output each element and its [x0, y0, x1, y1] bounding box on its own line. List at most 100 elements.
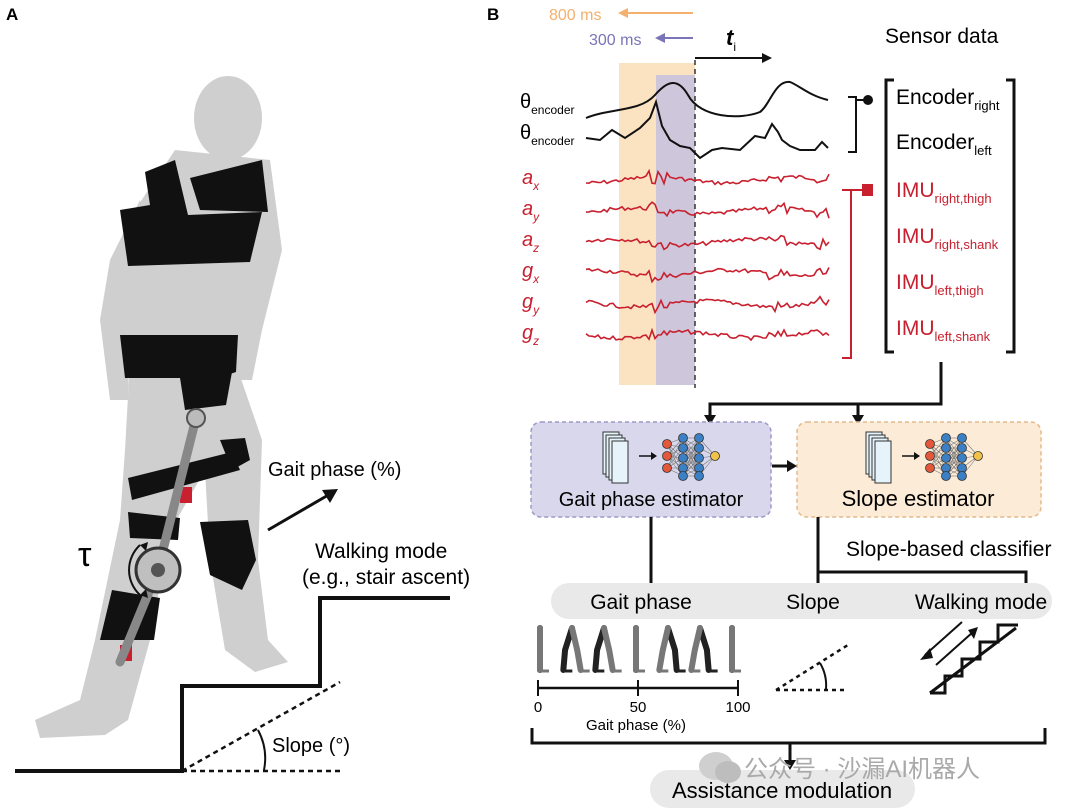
gait-cycle-figures: [537, 625, 741, 673]
encoder-trace-labels: θencoder θencoder: [520, 91, 575, 148]
network-node: [678, 443, 688, 453]
network-node: [678, 453, 688, 463]
imu-signal-trace: [585, 201, 830, 219]
imu-trace-label: gy: [522, 291, 540, 317]
network-node: [678, 471, 688, 481]
walker-figure: [560, 625, 590, 673]
gait-phase-label: Gait phase (%): [268, 459, 401, 481]
panel-a-label: A: [6, 5, 18, 24]
network-edge: [666, 437, 684, 469]
network-node: [678, 433, 688, 443]
network-node: [662, 451, 672, 461]
network-node: [941, 471, 951, 481]
walker-figure: [656, 625, 686, 673]
feature-map-icon: [874, 440, 892, 484]
walker-figure: [633, 625, 645, 673]
encoder-connector-dot: [863, 95, 873, 105]
network-node: [957, 453, 967, 463]
imu-traces: [585, 168, 830, 342]
gait-phase-arrow: [267, 492, 331, 532]
sensor-data-title: Sensor data: [885, 25, 999, 48]
imu-signal-trace: [585, 267, 830, 284]
flow-arrowhead: [914, 452, 920, 460]
window-300ms-label: 300 ms: [589, 32, 641, 49]
stair-ascent-icon: [920, 621, 1018, 695]
network-edge: [945, 437, 963, 469]
imu-source-label: IMUleft,shank: [896, 317, 991, 344]
network-node: [941, 433, 951, 443]
neural-network-icon: [602, 431, 720, 484]
torque-symbol: τ: [78, 536, 92, 574]
network-edge: [682, 437, 700, 469]
output-walking-mode: Walking mode: [915, 591, 1047, 614]
network-node: [710, 451, 720, 461]
imu-source-label: IMUleft,thigh: [896, 271, 984, 298]
output-band: [551, 583, 1052, 619]
watermark-text: 公众号 · 沙漏AI机器人: [744, 756, 980, 783]
assistance-label: Assistance modulation: [672, 778, 892, 803]
gait-phase-arrowhead: [322, 489, 338, 503]
network-node: [694, 453, 704, 463]
slope-icon: [775, 643, 849, 692]
network-node: [957, 433, 967, 443]
encoder-trace-label: θencoder: [520, 122, 575, 148]
network-node: [941, 443, 951, 453]
network-node: [925, 463, 935, 473]
gait-estimator-label: Gait phase estimator: [559, 489, 744, 511]
slope-estimator-box: [796, 421, 1042, 518]
sensor-bracket-right: [1006, 78, 1016, 354]
imu-trace-label: ay: [522, 198, 540, 224]
wechat-icon: [715, 761, 741, 783]
gait-axis-tick-label: 100: [725, 699, 750, 716]
imu-connector-square: [862, 184, 873, 196]
encoder-left-trace: [585, 98, 829, 160]
imu-source-label: IMUright,shank: [896, 225, 999, 252]
encoder-connector-bracket: [848, 96, 857, 153]
network-edge: [929, 437, 947, 469]
network-node: [925, 451, 935, 461]
imu-trace-label: gx: [522, 260, 540, 286]
flow-arrowhead: [651, 452, 657, 460]
imu-signal-trace: [585, 295, 830, 315]
gait-axis-label: Gait phase (%): [586, 717, 686, 734]
slope-label: Slope (°): [272, 735, 350, 757]
encoder-source-label: Encoderleft: [896, 131, 992, 158]
panel-b-label: B: [487, 5, 499, 24]
network-node: [694, 433, 704, 443]
network-node: [973, 451, 983, 461]
walking-mode-label: Walking mode: [315, 540, 447, 563]
network-node: [957, 443, 967, 453]
stairs: [15, 596, 450, 773]
feature-map-icon: [611, 440, 629, 484]
imu-trace-label: az: [522, 229, 539, 255]
time-arrowhead: [762, 53, 772, 63]
sensor-bracket-left: [884, 78, 894, 354]
slope-line: [181, 680, 341, 773]
imu-signal-trace: [585, 168, 830, 186]
network-node: [941, 453, 951, 463]
slope-angle-arc: [257, 729, 267, 771]
watermark: 公众号 · 沙漏AI机器人: [699, 752, 980, 783]
output-gait-phase: Gait phase: [590, 591, 692, 614]
network-node: [662, 439, 672, 449]
walker-figure: [688, 625, 718, 673]
flow-to-gait-estimator: [708, 362, 943, 420]
encoder-source-label: Encoderright: [896, 86, 1000, 113]
imu-signal-trace: [585, 234, 830, 251]
flow-to-slope-estimator-arrowhead: [852, 415, 864, 425]
network-node: [694, 443, 704, 453]
network-node: [694, 471, 704, 481]
slope-classifier-label: Slope-based classifier: [846, 538, 1051, 561]
time-symbol: ti: [726, 25, 736, 54]
imu-signal-trace: [585, 327, 830, 342]
network-node: [662, 463, 672, 473]
classifier-line: [818, 570, 1028, 583]
network-node: [957, 471, 967, 481]
assistance-arrowhead: [784, 760, 796, 770]
window-800ms-label: 800 ms: [549, 7, 601, 24]
gait-axis-tick-label: 50: [630, 699, 647, 716]
human-figure: [35, 76, 288, 738]
walker-figure: [729, 625, 741, 673]
